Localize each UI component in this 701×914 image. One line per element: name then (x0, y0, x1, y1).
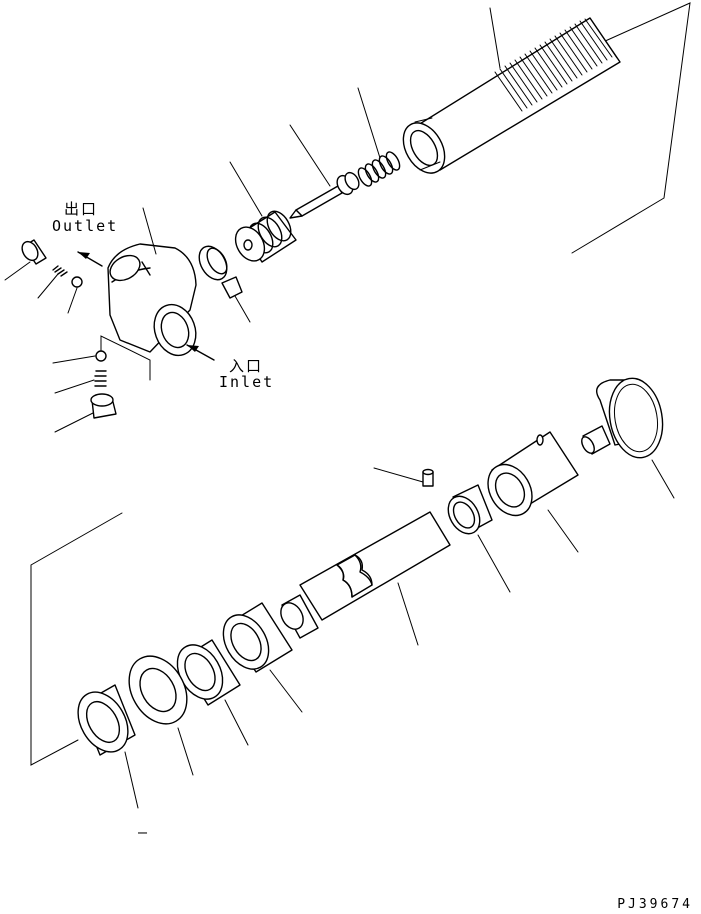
valve-body (107, 243, 197, 357)
outer-boundary-upper (571, 2, 691, 254)
outlet-plug (21, 239, 47, 265)
flat-washer (128, 655, 188, 725)
outlet-label-jp: 出口 (64, 200, 99, 218)
leader-lines-lower (124, 459, 675, 809)
dash-label: – (138, 823, 150, 841)
drawing-code: PJ39674 (617, 897, 693, 912)
o-ring-with-tag (198, 245, 243, 299)
lock-nut-3 (222, 602, 293, 673)
outlet-label-en: Outlet (52, 217, 119, 235)
leader-lines-upper (4, 7, 501, 433)
arrow-inlet-icon (186, 344, 215, 361)
hex-nut-large (487, 431, 579, 517)
outlet-spring (52, 265, 68, 277)
needle-valve (289, 171, 360, 219)
knurled-handwheel (581, 377, 664, 459)
packing-gland (234, 210, 297, 263)
collar-ring (447, 484, 493, 535)
inlet-label-en: Inlet (219, 373, 275, 391)
pin (422, 468, 434, 523)
arrow-outlet-icon (77, 251, 103, 267)
outlet-ball (71, 276, 83, 288)
inlet-ball (95, 350, 107, 362)
lock-nut-2 (176, 639, 241, 706)
inlet-spring (94, 370, 107, 387)
body-bracket-lines (100, 335, 151, 381)
threaded-tube (402, 17, 621, 174)
inlet-label-jp: 入口 (229, 357, 264, 375)
main-shaft (280, 511, 451, 639)
small-spring (357, 151, 401, 187)
end-nut (77, 684, 136, 756)
inlet-plug (90, 393, 117, 419)
outer-boundary-lower (30, 512, 123, 766)
